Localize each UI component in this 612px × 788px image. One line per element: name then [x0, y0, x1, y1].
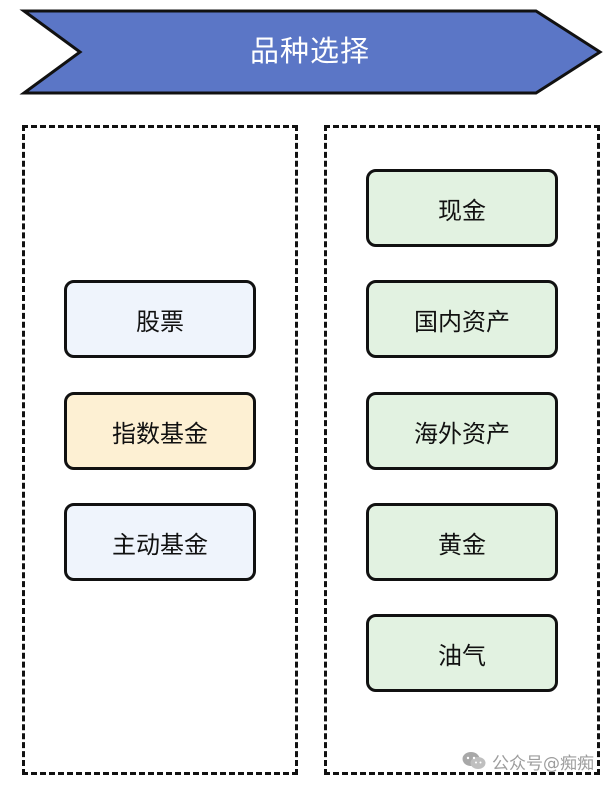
node-label: 主动基金 — [112, 530, 208, 559]
node-label: 海外资产 — [414, 419, 510, 448]
node-label: 黄金 — [438, 530, 486, 559]
header-banner-shape — [19, 9, 603, 95]
node-label: 股票 — [136, 307, 184, 336]
node-index-fund: 指数基金 — [64, 392, 256, 470]
node-label: 指数基金 — [112, 419, 208, 448]
header-banner — [19, 9, 603, 95]
wechat-icon — [462, 752, 486, 769]
node-overseas-assets: 海外资产 — [366, 392, 558, 470]
watermark-text: 公众号@痴痴 — [492, 753, 594, 774]
node-label: 国内资产 — [414, 307, 510, 336]
node-label: 油气 — [438, 641, 486, 670]
node-gold: 黄金 — [366, 503, 558, 581]
watermark: 公众号@痴痴 — [462, 746, 594, 776]
node-cash: 现金 — [366, 169, 558, 247]
node-domestic-assets: 国内资产 — [366, 280, 558, 358]
node-oil-gas: 油气 — [366, 614, 558, 692]
node-active-fund: 主动基金 — [64, 503, 256, 581]
node-stocks: 股票 — [64, 280, 256, 358]
header-title: 品种选择 — [249, 34, 370, 68]
node-label: 现金 — [438, 196, 486, 225]
